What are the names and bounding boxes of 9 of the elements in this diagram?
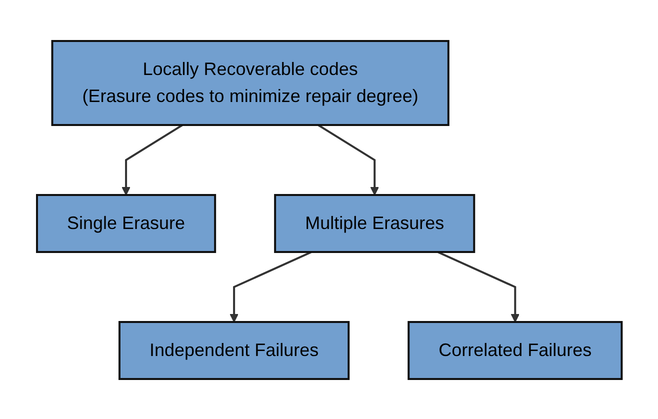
node-box: Locally Recoverable codes (Erasure codes to minimize repair degree) bbox=[50, 40, 450, 126]
arrow bbox=[317, 124, 379, 195]
node-box: Correlated Failures bbox=[407, 320, 622, 380]
node-box: Single Erasure bbox=[36, 194, 216, 252]
arrow bbox=[436, 250, 520, 322]
arrow bbox=[229, 250, 312, 322]
node-box: Multiple Erasures bbox=[274, 194, 475, 252]
arrow bbox=[121, 124, 183, 195]
node-box: Independent Failures bbox=[118, 320, 350, 380]
